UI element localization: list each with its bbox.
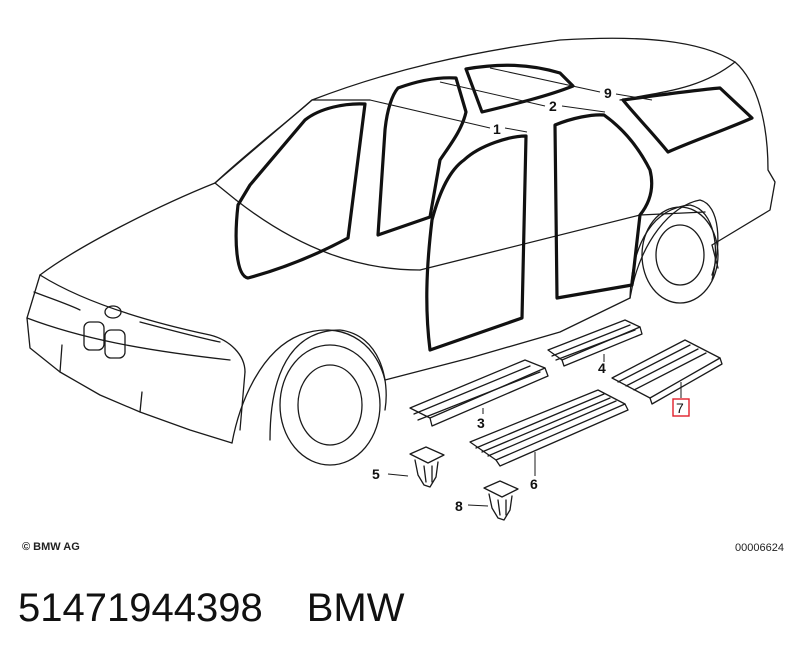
sill-cover-part-3	[409, 359, 549, 427]
badge-icon	[104, 305, 122, 319]
door-seals	[234, 63, 754, 352]
part-caption: 51471944398 BMW	[18, 586, 404, 631]
callout-3: 3	[477, 415, 485, 431]
front-wheel	[269, 329, 387, 466]
car-body-outline	[26, 37, 776, 444]
sill-cover-part-4	[547, 319, 643, 367]
part-number: 51471944398	[18, 586, 263, 630]
copyright-notice: © BMW AG	[22, 541, 80, 553]
document-number: 00006624	[735, 542, 784, 554]
callout-5: 5	[372, 466, 380, 482]
sill-cover-part-6	[469, 389, 629, 467]
clip-part-8	[483, 480, 519, 521]
callout-4: 4	[598, 360, 606, 376]
callout-2: 2	[549, 98, 557, 114]
leader-lines	[369, 67, 682, 507]
callout-7: 7	[676, 400, 684, 416]
callout-1: 1	[493, 121, 501, 137]
rear-wheel	[629, 204, 719, 304]
callout-6: 6	[530, 476, 538, 492]
clip-part-5	[409, 446, 445, 488]
sill-cover-part-7	[611, 339, 723, 405]
brand-name: BMW	[306, 586, 405, 630]
parts-diagram: 1 2 3 4 5 6 7 8 9	[26, 37, 776, 521]
callout-9: 9	[604, 85, 612, 101]
callout-8: 8	[455, 498, 463, 514]
front-grille	[33, 291, 221, 359]
callout-7-highlight-box	[672, 398, 690, 417]
